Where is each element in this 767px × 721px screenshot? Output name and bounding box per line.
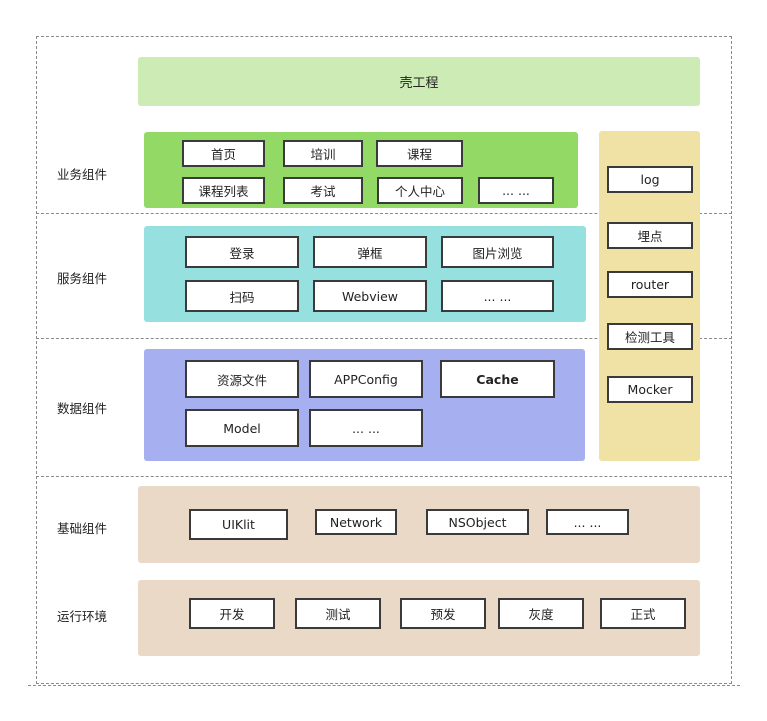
tool-item-log: log xyxy=(607,166,693,193)
env-item-staging: 预发 xyxy=(400,598,486,629)
base-item-uikit: UIKlit xyxy=(189,509,288,540)
layer-label-data: 数据组件 xyxy=(57,401,108,416)
data-item-cache: Cache xyxy=(440,360,555,398)
business-item-more: ... ... xyxy=(478,177,554,204)
service-item-webview: Webview xyxy=(313,280,427,312)
service-item-more: ... ... xyxy=(441,280,554,312)
layer-label-service: 服务组件 xyxy=(57,271,108,286)
base-item-nsobject: NSObject xyxy=(426,509,529,535)
tool-item-inspector: 检测工具 xyxy=(607,323,693,350)
architecture-frame xyxy=(36,36,732,684)
env-item-canary: 灰度 xyxy=(498,598,584,629)
base-item-network: Network xyxy=(315,509,397,535)
env-item-test: 测试 xyxy=(295,598,381,629)
business-item-profile: 个人中心 xyxy=(377,177,463,204)
base-item-more: ... ... xyxy=(546,509,629,535)
layer-label-base: 基础组件 xyxy=(57,521,108,536)
business-item-course-list: 课程列表 xyxy=(182,177,265,204)
data-item-more: ... ... xyxy=(309,409,423,447)
service-item-image-viewer: 图片浏览 xyxy=(441,236,554,268)
separator-bottom xyxy=(28,685,740,686)
separator-business-service xyxy=(36,213,732,214)
data-item-model: Model xyxy=(185,409,299,447)
business-item-exam: 考试 xyxy=(283,177,363,204)
separator-data-base xyxy=(36,476,732,477)
data-item-resources: 资源文件 xyxy=(185,360,299,398)
tool-item-router: router xyxy=(607,271,693,298)
env-item-production: 正式 xyxy=(600,598,686,629)
business-item-training: 培训 xyxy=(283,140,363,167)
service-item-login: 登录 xyxy=(185,236,299,268)
business-item-course: 课程 xyxy=(376,140,463,167)
data-item-appconfig: APPConfig xyxy=(309,360,423,398)
business-item-home: 首页 xyxy=(182,140,265,167)
separator-service-data xyxy=(36,338,732,339)
service-item-dialog: 弹框 xyxy=(313,236,427,268)
shell-label: 壳工程 xyxy=(399,76,439,91)
shell-project: 壳工程 xyxy=(138,57,700,106)
env-item-dev: 开发 xyxy=(189,598,275,629)
tool-item-tracking: 埋点 xyxy=(607,222,693,249)
tool-item-mocker: Mocker xyxy=(607,376,693,403)
layer-label-env: 运行环境 xyxy=(57,609,108,624)
layer-label-business: 业务组件 xyxy=(57,167,108,182)
service-item-scan: 扫码 xyxy=(185,280,299,312)
